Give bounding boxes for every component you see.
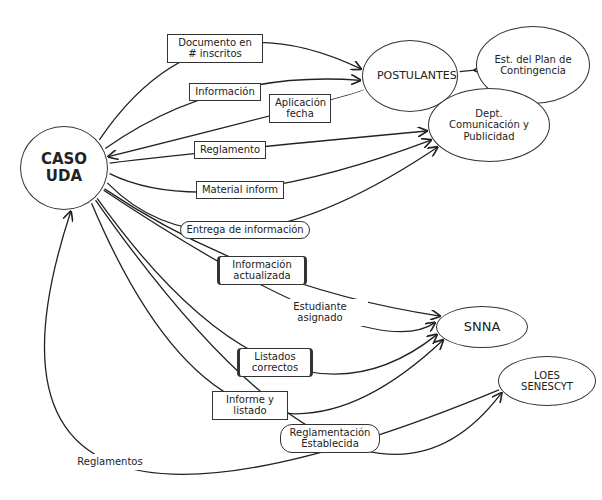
flow-arrow bbox=[92, 203, 443, 414]
flow-label: Reglamentación Establecida bbox=[280, 424, 380, 453]
flow-label: Información actualizada bbox=[217, 256, 307, 285]
flow-arrow bbox=[104, 190, 435, 331]
process-circle: CASO UDA bbox=[20, 126, 108, 210]
flow-label: Estudiante asignado bbox=[272, 299, 368, 326]
flow-arrow bbox=[460, 70, 475, 71]
node-text: Est. del Plan de Contingencia bbox=[493, 54, 572, 77]
flow-label: Información bbox=[189, 83, 260, 101]
node-text: SNNA bbox=[464, 320, 501, 335]
flow-arrow bbox=[104, 189, 440, 316]
flow-label: Entrega de información bbox=[180, 221, 309, 239]
node-text: LOES SENESCYT bbox=[513, 370, 581, 393]
flow-arrow bbox=[107, 147, 437, 231]
flow-arrow bbox=[44, 212, 498, 475]
flow-label: Reglamento bbox=[194, 141, 266, 159]
flow-arrow bbox=[105, 79, 360, 149]
process-circle: Dept. Comunicación y Publicidad bbox=[428, 88, 550, 162]
flow-label: Reglamentos bbox=[72, 454, 147, 470]
flow-label: Documento en # inscritos bbox=[167, 34, 263, 63]
node-text: Dept. Comunicación y Publicidad bbox=[447, 108, 532, 143]
node-text: CASO UDA bbox=[34, 151, 94, 186]
node-text: POSTULANTES bbox=[377, 70, 443, 83]
flow-label: Informe y listado bbox=[212, 391, 288, 420]
process-circle: SNNA bbox=[436, 306, 528, 348]
flow-label: Material inform bbox=[196, 181, 284, 199]
flow-label: Listados correctos bbox=[237, 348, 313, 377]
flow-label: Aplicación fecha bbox=[269, 94, 331, 123]
process-circle: LOES SENESCYT bbox=[498, 356, 596, 406]
